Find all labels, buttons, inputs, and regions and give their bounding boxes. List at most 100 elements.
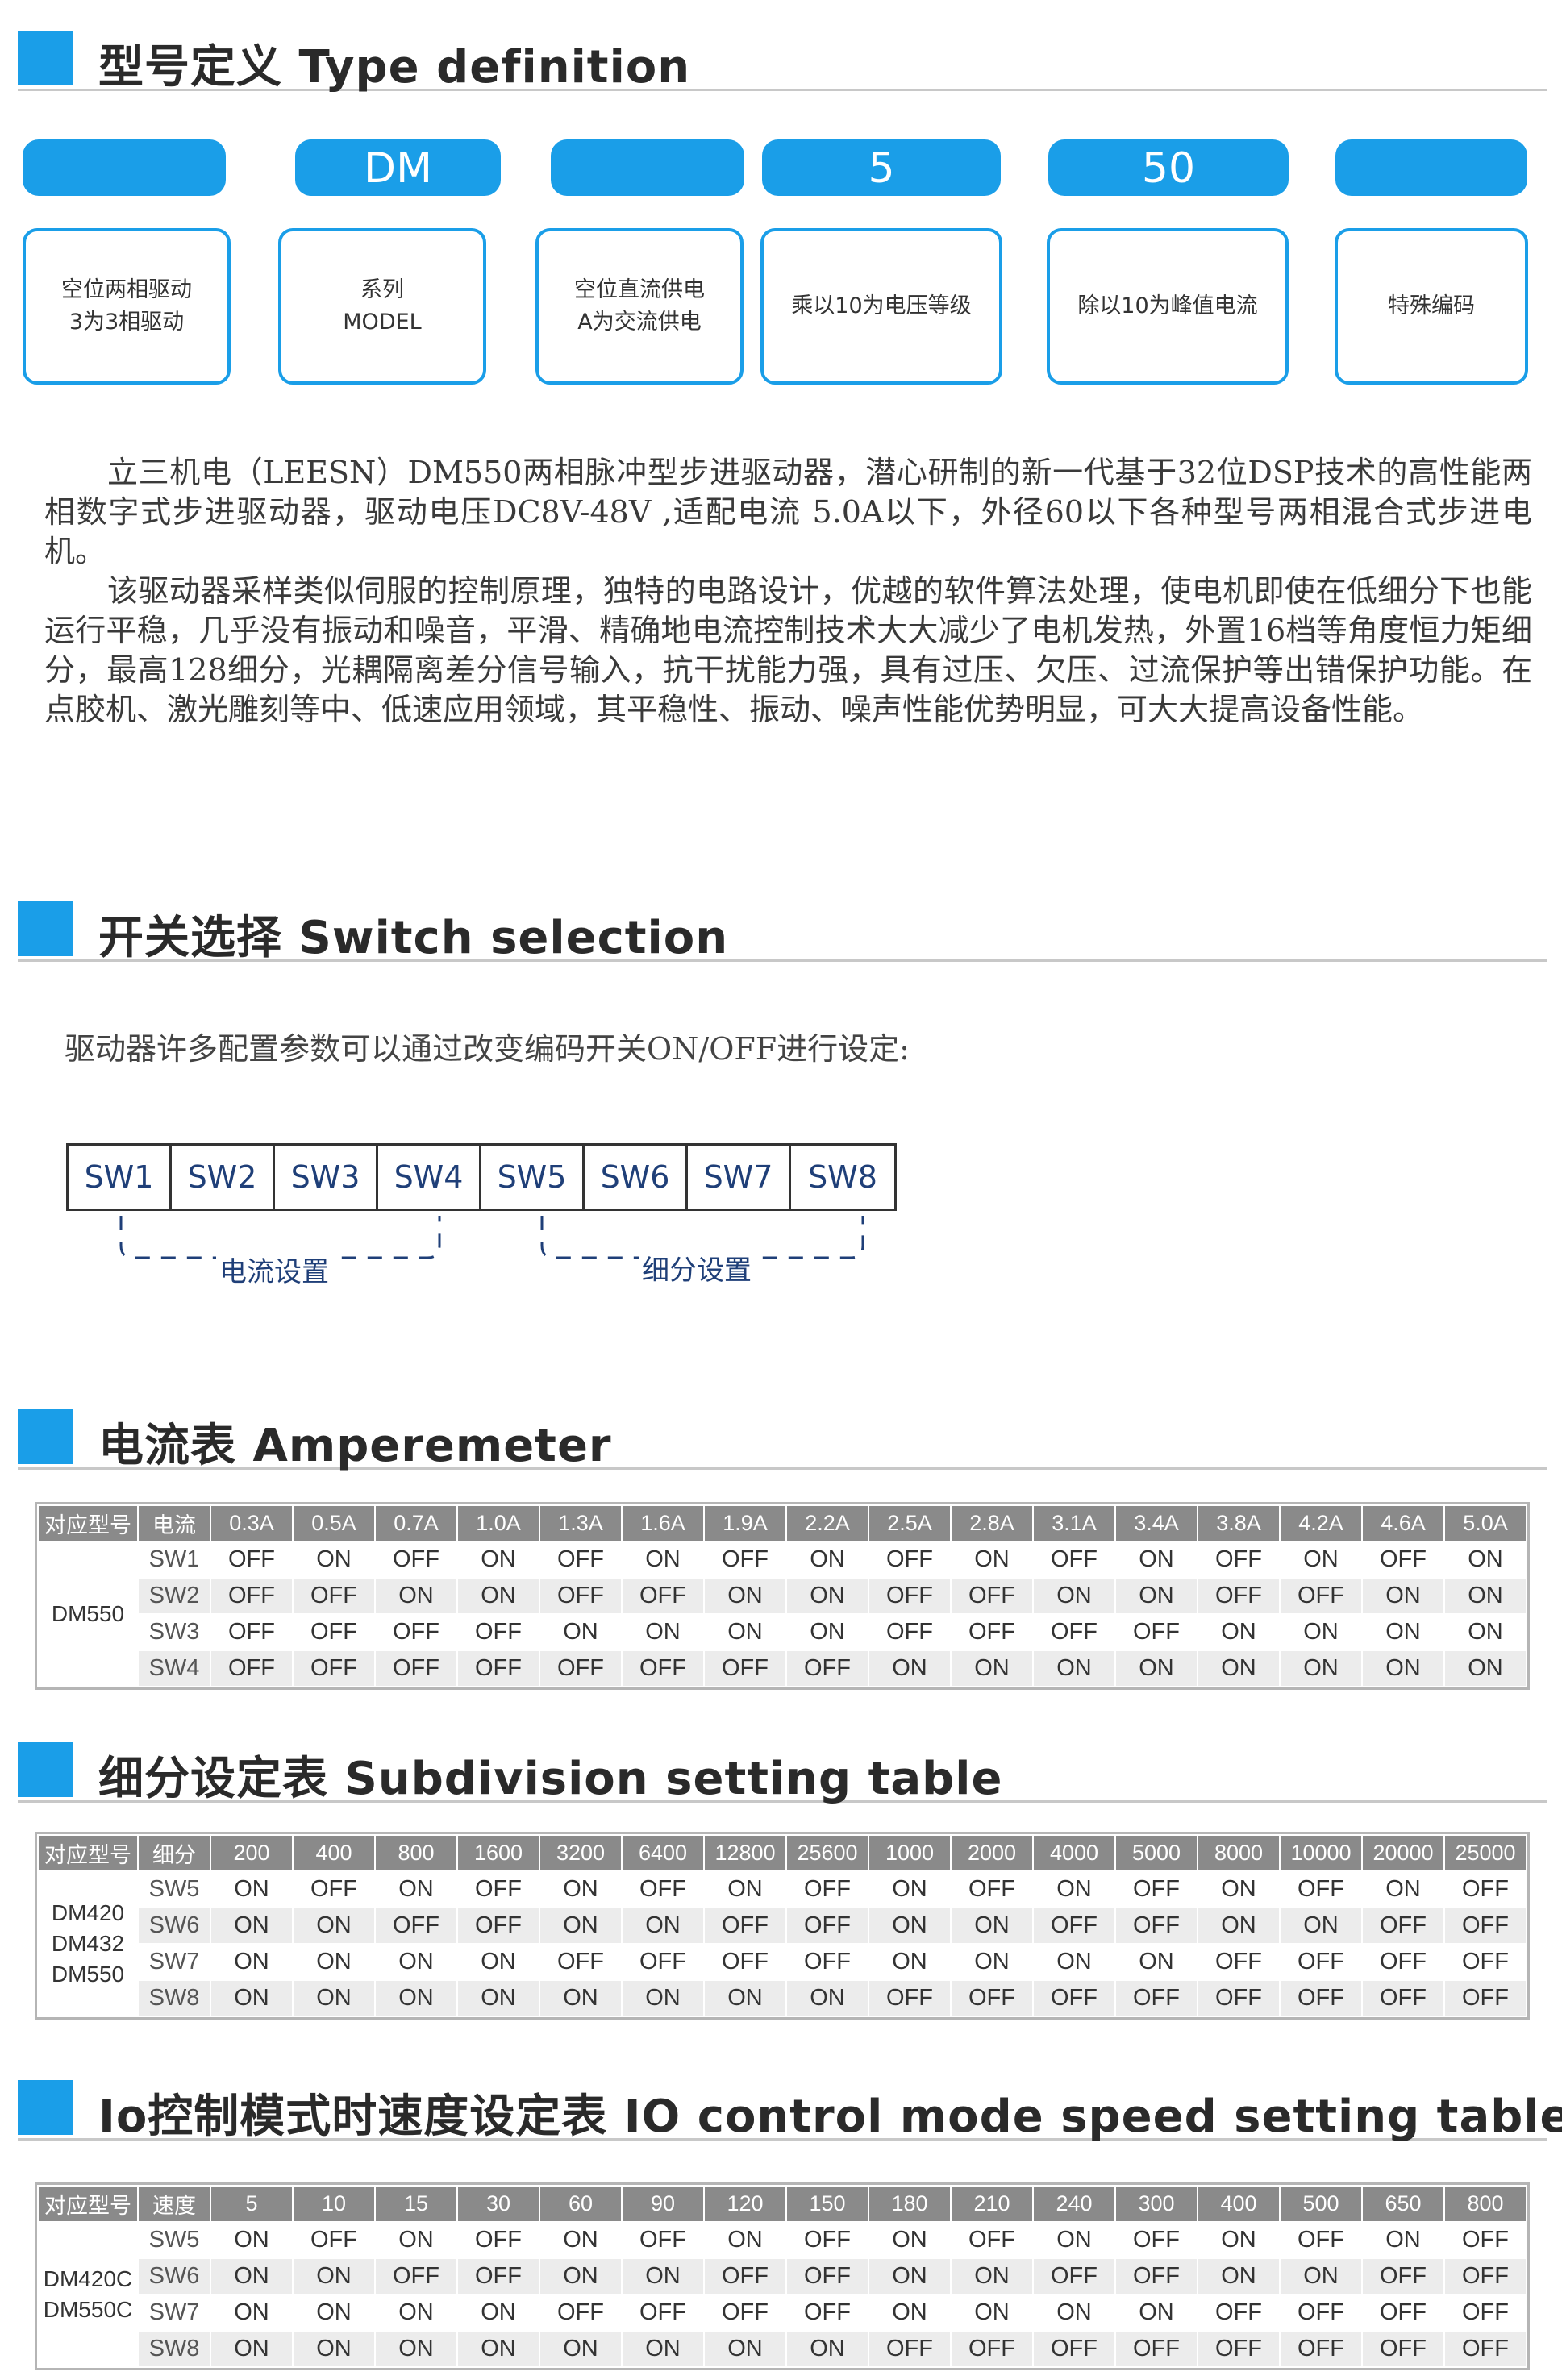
value-cell: OFF <box>868 1577 952 1615</box>
value-cell: ON <box>621 1979 705 2017</box>
value-cell: OFF <box>703 2257 787 2295</box>
value-cell: ON <box>1032 2294 1116 2332</box>
value-cell: OFF <box>1114 2330 1198 2368</box>
value-cell: ON <box>1279 1541 1363 1579</box>
value-cell: OFF <box>292 1577 376 1615</box>
value-cell: OFF <box>456 1870 540 1908</box>
value-cell: OFF <box>703 1943 787 1981</box>
type-code-pills: DM 5 50 <box>23 139 1539 200</box>
column-header: 240 <box>1032 2185 1116 2223</box>
column-header: 10 <box>292 2185 376 2223</box>
value-cell: OFF <box>1361 2330 1445 2368</box>
value-cell: OFF <box>1361 2257 1445 2295</box>
value-cell: OFF <box>785 1907 869 1945</box>
value-cell: ON <box>703 1870 787 1908</box>
value-cell: ON <box>1032 1870 1116 1908</box>
box-line: 系列 <box>360 277 404 302</box>
value-cell: OFF <box>1032 1979 1116 2017</box>
column-header: 180 <box>868 2185 952 2223</box>
box-line: 乘以10为电压等级 <box>791 293 972 318</box>
value-cell: OFF <box>1032 2257 1116 2295</box>
column-header: 800 <box>1443 2185 1527 2223</box>
value-cell: ON <box>292 1541 376 1579</box>
column-header: 1600 <box>456 1834 540 1872</box>
switch-cell: SW3 <box>275 1146 378 1209</box>
switch-label-cell: SW7 <box>137 2294 211 2332</box>
switch-cell: SW8 <box>808 1159 877 1195</box>
value-cell: ON <box>621 1541 705 1579</box>
column-header: 2.2A <box>785 1504 869 1542</box>
value-cell: ON <box>292 2294 376 2332</box>
code-box-1: 空位两相驱动 3为3相驱动 <box>23 228 231 385</box>
value-cell: ON <box>292 2257 376 2295</box>
switch-label-cell: SW1 <box>137 1541 211 1579</box>
value-cell: ON <box>210 1943 294 1981</box>
value-cell: ON <box>1114 1650 1198 1687</box>
value-cell: OFF <box>1114 1979 1198 2017</box>
section-type-definition: 型号定义 Type definition <box>18 24 1547 94</box>
section-title: 开关选择 Switch selection <box>98 912 729 964</box>
section-header: 细分设定表 Subdivision setting table <box>18 1736 1547 1805</box>
value-cell: OFF <box>1443 2257 1527 2295</box>
value-cell: ON <box>1197 2221 1281 2259</box>
value-cell: OFF <box>1443 1870 1527 1908</box>
header-model: 对应型号 <box>37 1834 139 1872</box>
column-header: 1.6A <box>621 1504 705 1542</box>
value-cell: OFF <box>868 1541 952 1579</box>
section-marker-icon <box>18 31 73 85</box>
column-header: 1.3A <box>539 1504 623 1542</box>
column-header: 5000 <box>1114 1834 1198 1872</box>
column-header: 8000 <box>1197 1834 1281 1872</box>
value-cell: ON <box>539 2257 623 2295</box>
value-cell: OFF <box>1361 2294 1445 2332</box>
switch-cell: SW1 <box>69 1146 172 1209</box>
switch-label-cell: SW6 <box>137 1907 211 1945</box>
section-subdivision: 细分设定表 Subdivision setting table <box>18 1736 1547 1805</box>
value-cell: ON <box>1197 1870 1281 1908</box>
value-cell: OFF <box>374 1613 458 1651</box>
value-cell: ON <box>456 2330 540 2368</box>
column-header: 2.8A <box>950 1504 1034 1542</box>
value-cell: ON <box>868 2221 952 2259</box>
value-cell: ON <box>210 2221 294 2259</box>
box-line: MODEL <box>343 310 422 335</box>
value-cell: OFF <box>1114 2221 1198 2259</box>
value-cell: ON <box>785 1979 869 2017</box>
value-cell: OFF <box>1279 1577 1363 1615</box>
value-cell: OFF <box>292 1870 376 1908</box>
value-cell: OFF <box>703 1907 787 1945</box>
column-header: 30 <box>456 2185 540 2223</box>
value-cell: ON <box>621 2257 705 2295</box>
value-cell: OFF <box>374 1650 458 1687</box>
value-cell: OFF <box>539 1541 623 1579</box>
value-cell: ON <box>210 2330 294 2368</box>
type-code-boxes: 空位两相驱动 3为3相驱动 系列 MODEL 空位直流供电 A为交流供电 乘以1… <box>23 228 1539 393</box>
value-cell: ON <box>1114 2294 1198 2332</box>
value-cell: ON <box>539 1613 623 1651</box>
switch-label-cell: SW8 <box>137 2330 211 2368</box>
value-cell: OFF <box>1279 2330 1363 2368</box>
section-io-speed: Io控制模式时速度设定表 IO control mode speed setti… <box>18 2074 1562 2143</box>
value-cell: ON <box>621 1613 705 1651</box>
column-header: 25000 <box>1443 1834 1527 1872</box>
value-cell: OFF <box>539 2294 623 2332</box>
value-cell: ON <box>1197 2257 1281 2295</box>
column-header: 800 <box>374 1834 458 1872</box>
value-cell: ON <box>456 2294 540 2332</box>
column-header: 4.2A <box>1279 1504 1363 1542</box>
value-cell: ON <box>292 1907 376 1945</box>
box-line: A为交流供电 <box>577 310 702 335</box>
value-cell: ON <box>1114 1943 1198 1981</box>
value-cell: ON <box>868 2257 952 2295</box>
current-setting-label: 电流设置 <box>216 1250 332 1289</box>
value-cell: ON <box>456 1541 540 1579</box>
value-cell: ON <box>868 1650 952 1687</box>
value-cell: ON <box>539 2221 623 2259</box>
column-header: 60 <box>539 2185 623 2223</box>
switch-label-cell: SW7 <box>137 1943 211 1981</box>
